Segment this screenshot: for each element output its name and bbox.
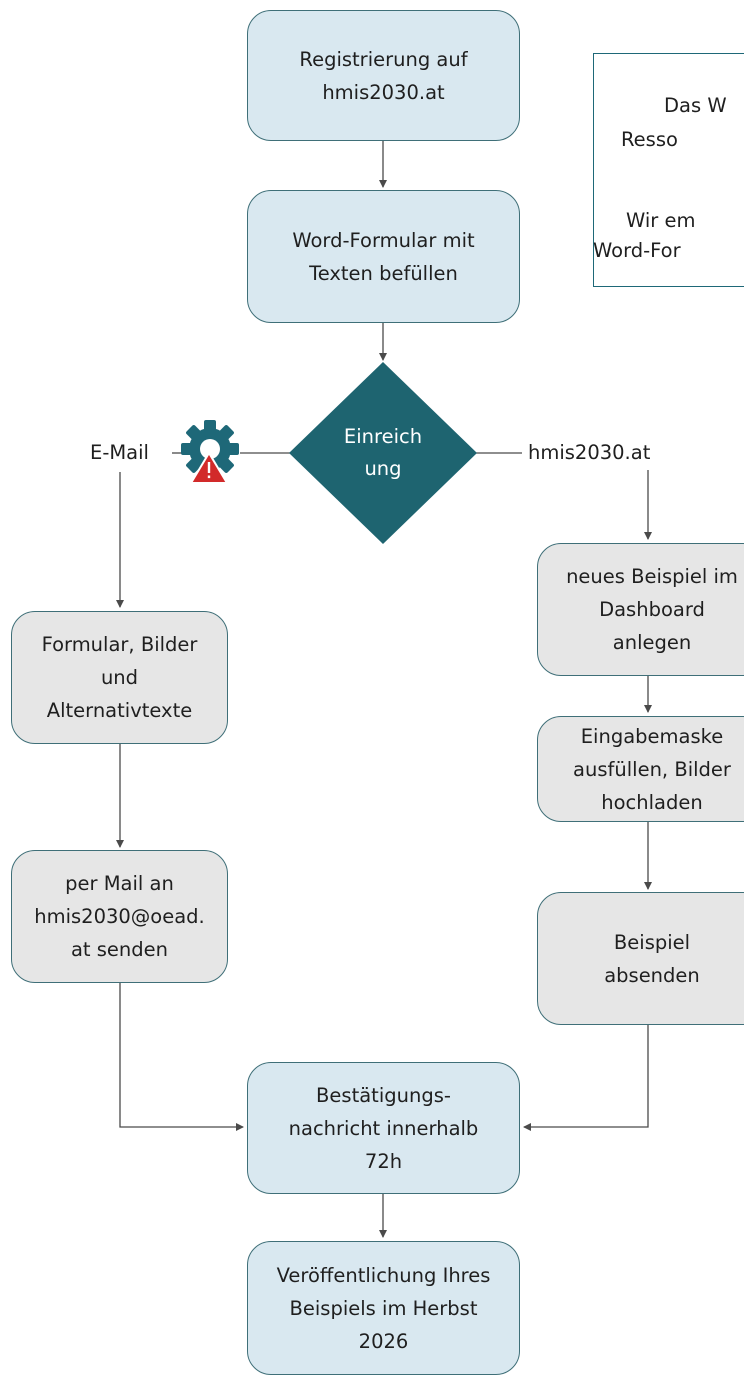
- info-note-line-4: Word-For: [593, 239, 681, 262]
- step-publication: Veröffentlichung Ihres Beispiels im Herb…: [247, 1241, 520, 1375]
- branch-label-web: hmis2030.at: [528, 440, 651, 466]
- web-step-fill-form: Eingabemaske ausfüllen, Bilder hochladen: [537, 716, 744, 822]
- gear-warning-icon: [181, 420, 239, 484]
- web-step-new-example: neues Beispiel im Dashboard anlegen: [537, 543, 744, 676]
- decision-label: Einreich ung: [343, 425, 423, 480]
- step-word-form: Word-Formular mit Texten befüllen: [247, 190, 520, 323]
- email-step-form-images: Formular, Bilder und Alternativtexte: [11, 611, 228, 744]
- connector-email-to-confirmation: [119, 983, 244, 1131]
- step-confirmation: Bestätigungs- nachricht innerhalb 72h: [247, 1062, 520, 1194]
- decision-diamond: [289, 362, 477, 544]
- email-step-send-mail: per Mail an hmis2030@oead. at senden: [11, 850, 228, 983]
- web-step-submit: Beispiel absenden: [537, 892, 744, 1025]
- info-note-line-1: Das W: [664, 94, 727, 117]
- step-registration: Registrierung auf hmis2030.at: [247, 10, 520, 141]
- info-note-line-3: Wir em: [626, 209, 696, 232]
- connector-web-to-confirmation: [523, 1025, 649, 1131]
- info-note-line-2: Resso: [621, 128, 678, 151]
- info-note: Das W Resso Wir em Word-For: [593, 53, 744, 287]
- branch-label-email: E-Mail: [90, 440, 149, 466]
